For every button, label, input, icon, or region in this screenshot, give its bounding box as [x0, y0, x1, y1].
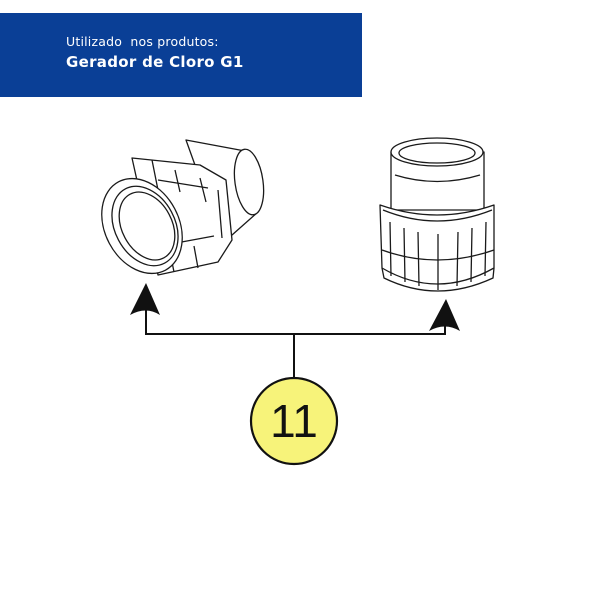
right-adapter-part	[379, 137, 495, 292]
product-banner: Utilizado nos produtos: Gerador de Cloro…	[0, 13, 362, 97]
callout-badge	[249, 376, 339, 466]
left-adapter-part	[101, 139, 265, 276]
banner-caption: Utilizado nos produtos:	[66, 34, 219, 49]
banner-product-name: Gerador de Cloro G1	[66, 53, 244, 71]
left-arrowhead	[130, 283, 160, 315]
right-arrowhead	[429, 299, 460, 331]
callout-number: 11	[270, 395, 318, 447]
callout-leaders	[145, 305, 446, 380]
